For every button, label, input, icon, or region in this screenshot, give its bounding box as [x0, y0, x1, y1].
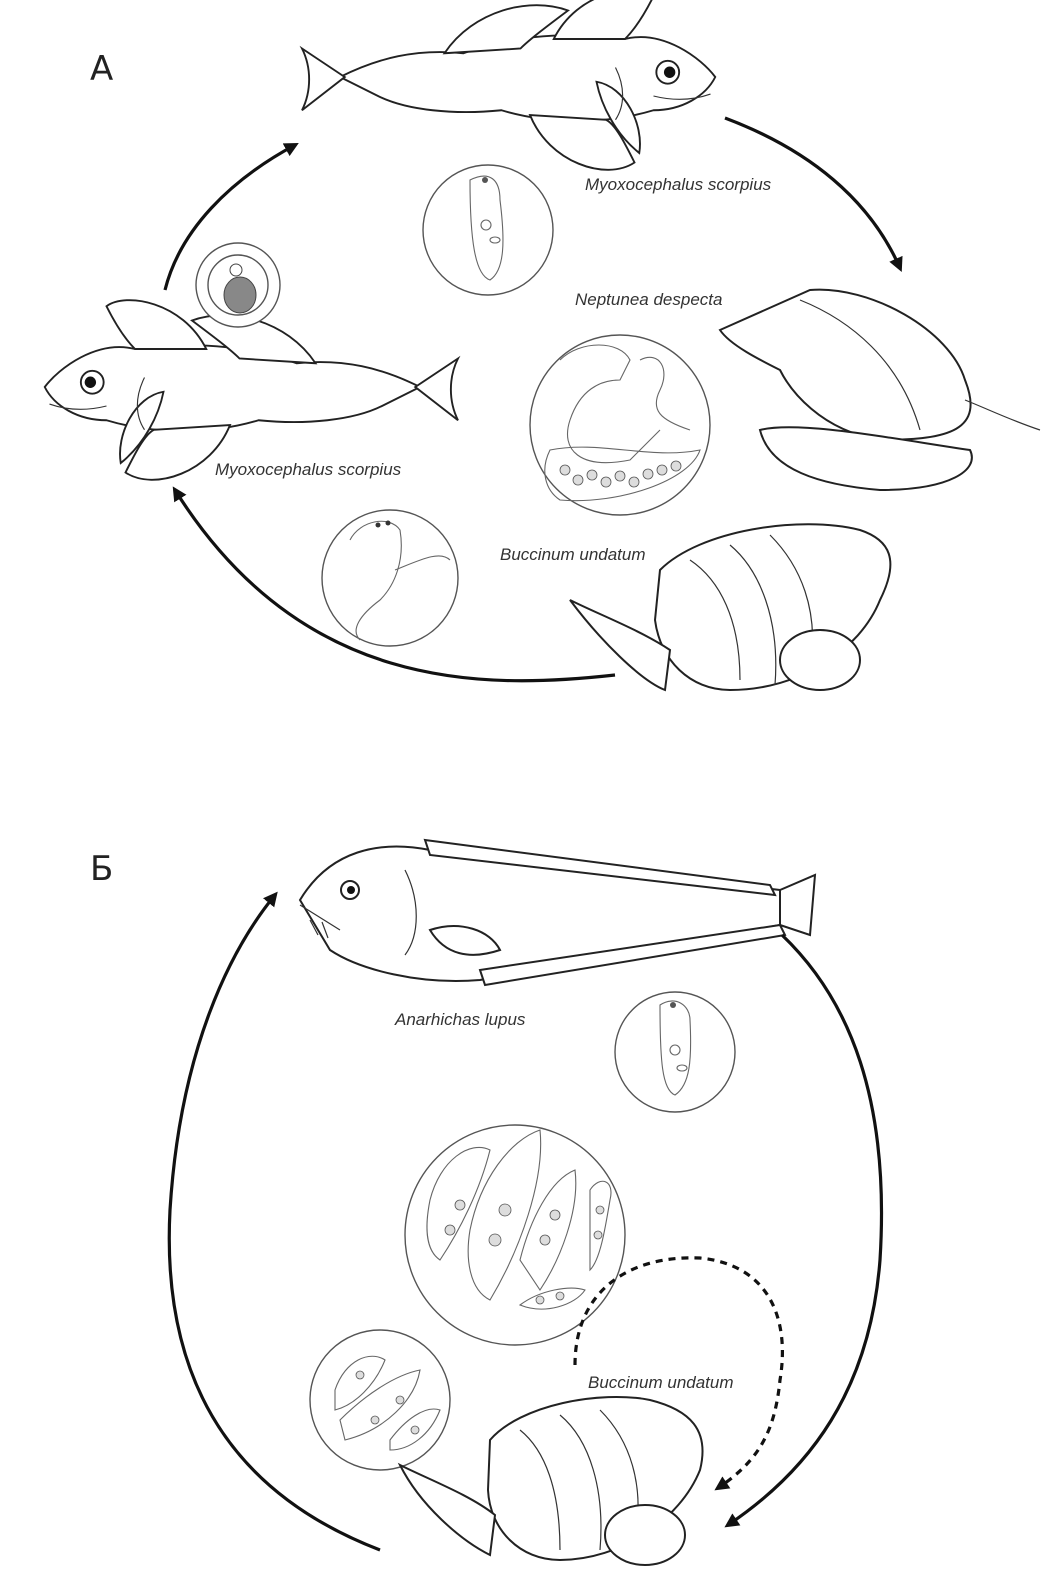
trematode-larva-icon — [322, 510, 458, 646]
wolffish-icon — [300, 840, 815, 985]
trematode-larva-icon — [615, 992, 735, 1112]
panel-a-label: А — [90, 49, 113, 89]
trematode-larva-icon — [530, 335, 710, 515]
species-label-buccinum-a: Buccinum undatum — [500, 545, 646, 564]
panel-b-label: Б — [90, 849, 113, 889]
trematode-larva-icon — [310, 1330, 450, 1470]
trematode-larva-icon — [423, 165, 553, 295]
trematode-cyst-icon — [196, 243, 280, 327]
sculpin-fish-icon — [302, 0, 715, 170]
species-label-buccinum-b: Buccinum undatum — [588, 1373, 734, 1392]
species-label-anarhichas: Anarhichas lupus — [394, 1010, 526, 1029]
trematode-larva-icon — [405, 1125, 625, 1345]
species-label-neptunea: Neptunea despecta — [575, 290, 722, 309]
cycle-arrow — [728, 935, 882, 1525]
whelk-snail-icon — [720, 290, 1040, 490]
species-label-sculpin-left: Myoxocephalus scorpius — [215, 460, 402, 479]
species-label-sculpin-top: Myoxocephalus scorpius — [585, 175, 772, 194]
sculpin-fish-icon — [45, 300, 458, 480]
